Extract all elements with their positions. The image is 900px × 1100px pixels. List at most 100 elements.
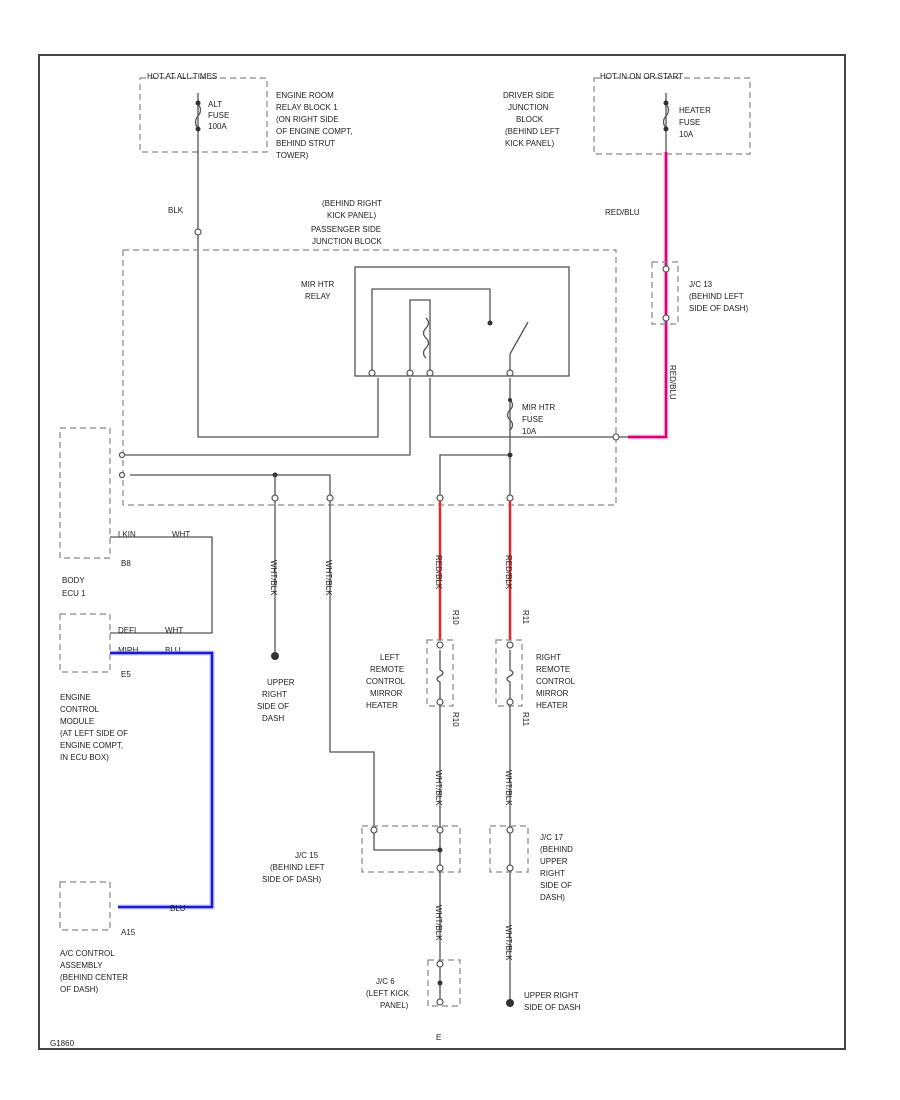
svg-text:MIRROR: MIRROR: [536, 689, 569, 698]
svg-text:UPPER RIGHT: UPPER RIGHT: [524, 991, 579, 1000]
svg-text:J/C 15: J/C 15: [295, 851, 319, 860]
mir-htr-fuse-label: MIR HTR FUSE 10A: [522, 403, 556, 436]
svg-text:RELAY BLOCK 1: RELAY BLOCK 1: [276, 103, 338, 112]
svg-text:FUSE: FUSE: [522, 415, 543, 424]
alt-fuse-label-1: ALT: [208, 100, 222, 109]
left-mirror-label: LEFT REMOTE CONTROL MIRROR HEATER: [366, 653, 406, 710]
svg-text:ECU 1: ECU 1: [62, 589, 86, 598]
heater-fuse-label-2: FUSE: [679, 118, 700, 127]
svg-text:ENGINE: ENGINE: [60, 693, 91, 702]
connector-a15: A15: [121, 928, 136, 937]
left-mirror-heater-element: [436, 650, 444, 700]
jc15-label: J/C 15 (BEHIND LEFT SIDE OF DASH): [262, 851, 325, 884]
ground-upper-right-bottom: [506, 999, 514, 1007]
jc17-box: [489, 825, 529, 873]
svg-text:MODULE: MODULE: [60, 717, 94, 726]
body-ecu-label: BODY ECU 1: [62, 576, 86, 598]
svg-text:(LEFT KICK: (LEFT KICK: [366, 989, 410, 998]
connector-e5: E5: [121, 670, 131, 679]
jc17-label: J/C 17 (BEHIND UPPER RIGHT SIDE OF DASH): [540, 833, 573, 902]
svg-text:J/C 6: J/C 6: [376, 977, 395, 986]
svg-text:BODY: BODY: [62, 576, 85, 585]
alt-fuse-header: HOT AT ALL TIMES: [147, 72, 217, 81]
jc6-label: J/C 6 (LEFT KICK PANEL): [366, 977, 410, 1010]
mir-htr-relay-box: [354, 266, 570, 377]
connector-r11a: R11: [521, 610, 530, 625]
svg-text:ENGINE COMPT,: ENGINE COMPT,: [60, 741, 123, 750]
svg-text:BLOCK: BLOCK: [516, 115, 544, 124]
svg-text:A/C CONTROL: A/C CONTROL: [60, 949, 115, 958]
connector-r10b: R10: [451, 712, 460, 727]
svg-text:KICK PANEL): KICK PANEL): [327, 211, 377, 220]
heater-fuse-block: HOT IN ON OR START HEATER FUSE 10A: [593, 72, 751, 155]
svg-text:DASH: DASH: [262, 714, 284, 723]
mir-htr-fuse: [506, 399, 514, 431]
jc13-label: J/C 13 (BEHIND LEFT SIDE OF DASH): [689, 280, 748, 313]
svg-text:10A: 10A: [522, 427, 537, 436]
svg-text:OF ENGINE COMPT,: OF ENGINE COMPT,: [276, 127, 352, 136]
right-mirror-heater-element: [506, 650, 514, 700]
svg-text:HEATER: HEATER: [366, 701, 398, 710]
mir-htr-relay-label: MIR HTR RELAY: [301, 280, 335, 301]
heater-fuse-label-1: HEATER: [679, 106, 711, 115]
wire-label-defi: DEFI: [118, 626, 136, 635]
svg-text:JUNCTION BLOCK: JUNCTION BLOCK: [312, 237, 382, 246]
svg-text:PANEL): PANEL): [380, 1001, 409, 1010]
wire-label-red-blk-right: RED/BLK: [504, 555, 513, 590]
svg-text:PASSENGER SIDE: PASSENGER SIDE: [311, 225, 381, 234]
svg-text:SIDE OF: SIDE OF: [540, 881, 572, 890]
ecm-connector: [59, 613, 111, 673]
heater-fuse-header: HOT IN ON OR START: [600, 72, 683, 81]
svg-text:(BEHIND LEFT: (BEHIND LEFT: [689, 292, 744, 301]
relay-switch: [509, 321, 529, 355]
footer-code: G1860: [50, 1039, 75, 1048]
svg-text:SIDE OF DASH: SIDE OF DASH: [524, 1003, 581, 1012]
wire-label-wht-blk-b: WHT/BLK: [504, 770, 513, 806]
svg-text:(AT LEFT SIDE OF: (AT LEFT SIDE OF: [60, 729, 128, 738]
diagram-border: [38, 54, 846, 1050]
relay-coil: [422, 317, 430, 359]
svg-text:REMOTE: REMOTE: [370, 665, 404, 674]
wire-label-wht-blk-1: WHT/BLK: [269, 560, 278, 596]
wire-label-wht-blk-d: WHT/BLK: [504, 925, 513, 961]
ac-control-connector: [59, 881, 111, 931]
svg-text:(BEHIND: (BEHIND: [540, 845, 573, 854]
heater-fuse-label-3: 10A: [679, 130, 694, 139]
svg-text:CONTROL: CONTROL: [536, 677, 576, 686]
svg-text:(BEHIND RIGHT: (BEHIND RIGHT: [322, 199, 382, 208]
svg-text:(ON RIGHT SIDE: (ON RIGHT SIDE: [276, 115, 339, 124]
svg-text:UPPER: UPPER: [267, 678, 295, 687]
wire-label-wht-blk-2: WHT/BLK: [324, 560, 333, 596]
ground-upper-right: [271, 652, 279, 660]
connector-r11b: R11: [521, 712, 530, 727]
ground-upper-right-bottom-label: UPPER RIGHT SIDE OF DASH: [524, 991, 581, 1012]
svg-text:RIGHT: RIGHT: [536, 653, 561, 662]
svg-text:SIDE OF DASH): SIDE OF DASH): [689, 304, 748, 313]
driver-side-junction-block-label: DRIVER SIDE JUNCTION BLOCK (BEHIND LEFT …: [503, 91, 560, 148]
svg-text:OF DASH): OF DASH): [60, 985, 99, 994]
svg-text:RELAY: RELAY: [305, 292, 331, 301]
svg-text:REMOTE: REMOTE: [536, 665, 570, 674]
svg-text:RIGHT: RIGHT: [262, 690, 287, 699]
passenger-junction-block: [122, 249, 617, 506]
svg-text:IN ECU BOX): IN ECU BOX): [60, 753, 109, 762]
engine-room-relay-block-label: ENGINE ROOM RELAY BLOCK 1 (ON RIGHT SIDE…: [276, 91, 352, 160]
svg-text:SIDE OF DASH): SIDE OF DASH): [262, 875, 321, 884]
svg-text:DASH): DASH): [540, 893, 565, 902]
svg-text:MIR HTR: MIR HTR: [301, 280, 335, 289]
connector-r10a: R10: [451, 610, 460, 625]
wire-label-lkin: LKIN: [118, 530, 136, 539]
svg-text:RIGHT: RIGHT: [540, 869, 565, 878]
ac-control-label: A/C CONTROL ASSEMBLY (BEHIND CENTER OF D…: [60, 949, 128, 994]
wire-label-red-blu: RED/BLU: [605, 208, 640, 217]
body-ecu-upper-connector: [59, 427, 111, 559]
connector-pin: [194, 228, 202, 236]
svg-text:TOWER): TOWER): [276, 151, 309, 160]
wire-label-ac-color: BLU: [170, 904, 186, 913]
pink-wire: [628, 152, 668, 439]
svg-text:DRIVER SIDE: DRIVER SIDE: [503, 91, 554, 100]
wire-label-lkin-color: WHT: [172, 530, 190, 539]
jc6-box: [427, 959, 461, 1007]
alt-fuse-block: HOT AT ALL TIMES ALT FUSE 100A: [139, 72, 268, 258]
